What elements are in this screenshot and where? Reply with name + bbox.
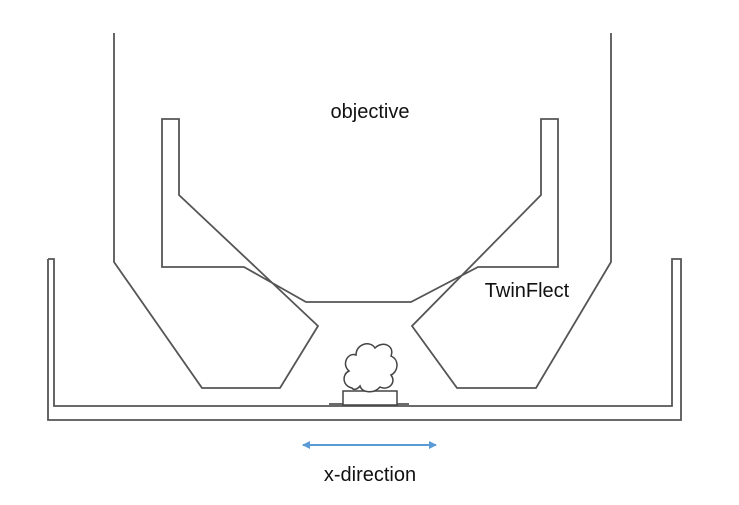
x-direction-label: x-direction — [324, 464, 416, 486]
sample-tray — [47, 258, 682, 421]
sample-base — [342, 390, 398, 406]
objective-label: objective — [331, 101, 410, 123]
twinflect-label: TwinFlect — [485, 280, 570, 302]
objective-outline — [113, 33, 612, 389]
sample-cloud — [343, 343, 398, 393]
